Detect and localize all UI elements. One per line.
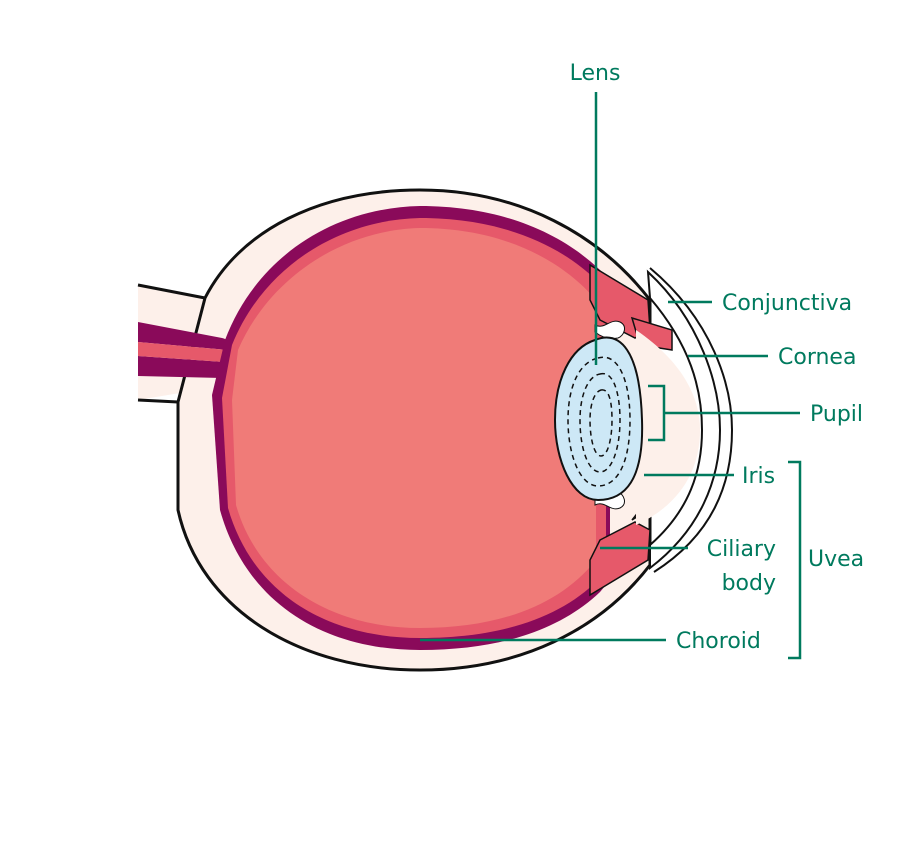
uvea-bracket	[788, 460, 802, 660]
label-ciliary-line2: body	[722, 571, 776, 596]
label-conjunctiva: Conjunctiva	[722, 291, 852, 316]
optic-nerve-outline-bottom	[137, 398, 179, 404]
label-ciliary-line1: Ciliary	[707, 537, 776, 562]
optic-nerve-outline-top	[137, 283, 206, 300]
conjunctiva	[649, 267, 734, 573]
label-pupil: Pupil	[810, 402, 863, 427]
cornea	[646, 269, 722, 571]
vitreous-body	[232, 228, 596, 628]
label-lens: Lens	[570, 61, 621, 86]
label-choroid: Choroid	[676, 629, 761, 654]
label-iris: Iris	[742, 464, 775, 489]
lens	[553, 336, 644, 502]
optic-nerve-top-stripe	[138, 322, 230, 350]
label-cornea: Cornea	[778, 345, 856, 370]
optic-nerve-bottom-stripe	[138, 356, 229, 378]
optic-nerve-middle	[138, 342, 228, 362]
label-uvea: Uvea	[808, 547, 864, 572]
ciliary-body-bottom	[589, 521, 651, 597]
